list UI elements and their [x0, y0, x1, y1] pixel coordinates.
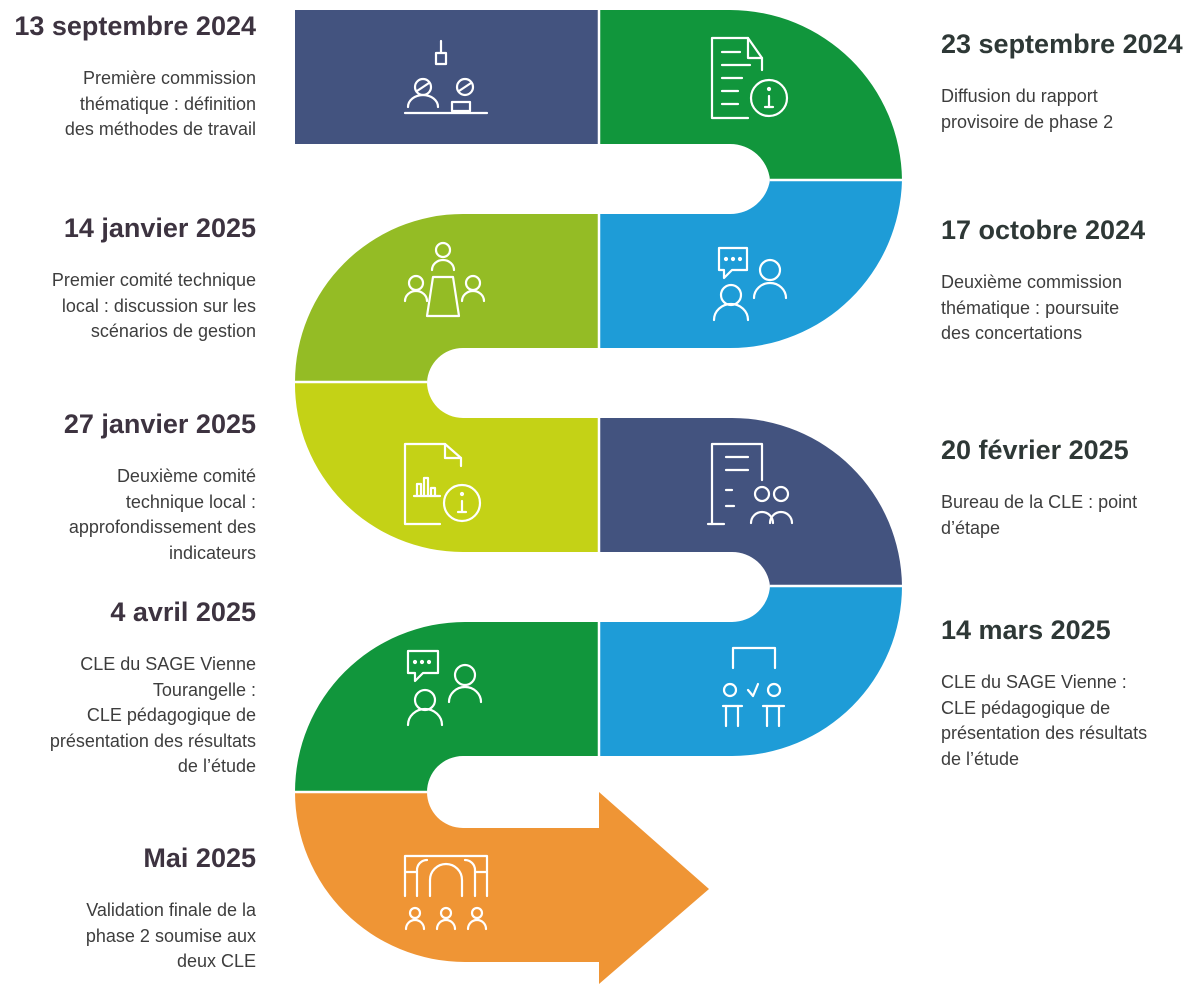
step-label-7: 14 mars 2025 CLE du SAGE Vienne : CLE pé…	[941, 614, 1191, 772]
step-description: Deuxième commission thématique : poursui…	[941, 272, 1123, 343]
step-label-5: 27 janvier 2025 Deuxième comité techniqu…	[6, 408, 256, 566]
step-description: Diffusion du rapport provisoire de phase…	[941, 86, 1114, 132]
step-label-1: 13 septembre 2024 Première commission th…	[6, 10, 256, 143]
step-label-4: 14 janvier 2025 Premier comité technique…	[6, 212, 256, 345]
step-description: CLE du SAGE Vienne Tourangelle : CLE péd…	[49, 654, 256, 776]
step-date: 13 septembre 2024	[14, 11, 256, 41]
segment-step-3	[599, 180, 902, 348]
step-date: 17 octobre 2024	[941, 215, 1146, 245]
presentation-icon	[721, 646, 786, 728]
segment-step-4	[295, 214, 599, 382]
segment-step-9	[295, 792, 709, 984]
segment-step-6	[599, 418, 902, 586]
chat-people-icon	[406, 649, 483, 727]
meeting-laptop-icon	[403, 39, 489, 115]
document-info-icon	[710, 36, 789, 120]
step-label-8: 4 avril 2025 CLE du SAGE Vienne Tourange…	[6, 596, 256, 780]
step-description: Bureau de la CLE : point d’étape	[941, 492, 1138, 538]
step-description: Deuxième comité technique local : approf…	[68, 466, 256, 563]
assembly-hall-icon	[403, 854, 489, 931]
round-table-icon	[403, 241, 486, 318]
step-date: Mai 2025	[143, 843, 256, 873]
chart-document-info-icon	[403, 442, 482, 526]
step-label-2: 23 septembre 2024 Diffusion du rapport p…	[941, 28, 1191, 135]
step-date: 27 janvier 2025	[63, 409, 256, 439]
step-description: Premier comité technique local : discuss…	[51, 270, 256, 341]
step-description: CLE du SAGE Vienne : CLE pédagogique de …	[941, 672, 1148, 769]
step-description: Première commission thématique : définit…	[64, 68, 256, 139]
segment-step-8	[295, 622, 599, 792]
segment-step-7	[599, 586, 902, 756]
segment-separators	[295, 10, 902, 794]
step-label-3: 17 octobre 2024 Deuxième commission thém…	[941, 214, 1191, 347]
document-group-icon	[706, 442, 794, 526]
step-date: 23 septembre 2024	[941, 29, 1183, 59]
step-date: 20 février 2025	[941, 435, 1129, 465]
step-date: 14 janvier 2025	[63, 213, 256, 243]
step-date: 4 avril 2025	[110, 597, 256, 627]
step-label-9: Mai 2025 Validation finale de la phase 2…	[6, 842, 256, 975]
segment-step-5	[294, 382, 599, 552]
chat-people-icon	[712, 246, 788, 322]
step-description: Validation finale de la phase 2 soumise …	[85, 900, 256, 971]
step-label-6: 20 février 2025 Bureau de la CLE : point…	[941, 434, 1191, 541]
segment-step-1	[295, 10, 599, 144]
step-date: 14 mars 2025	[941, 615, 1111, 645]
